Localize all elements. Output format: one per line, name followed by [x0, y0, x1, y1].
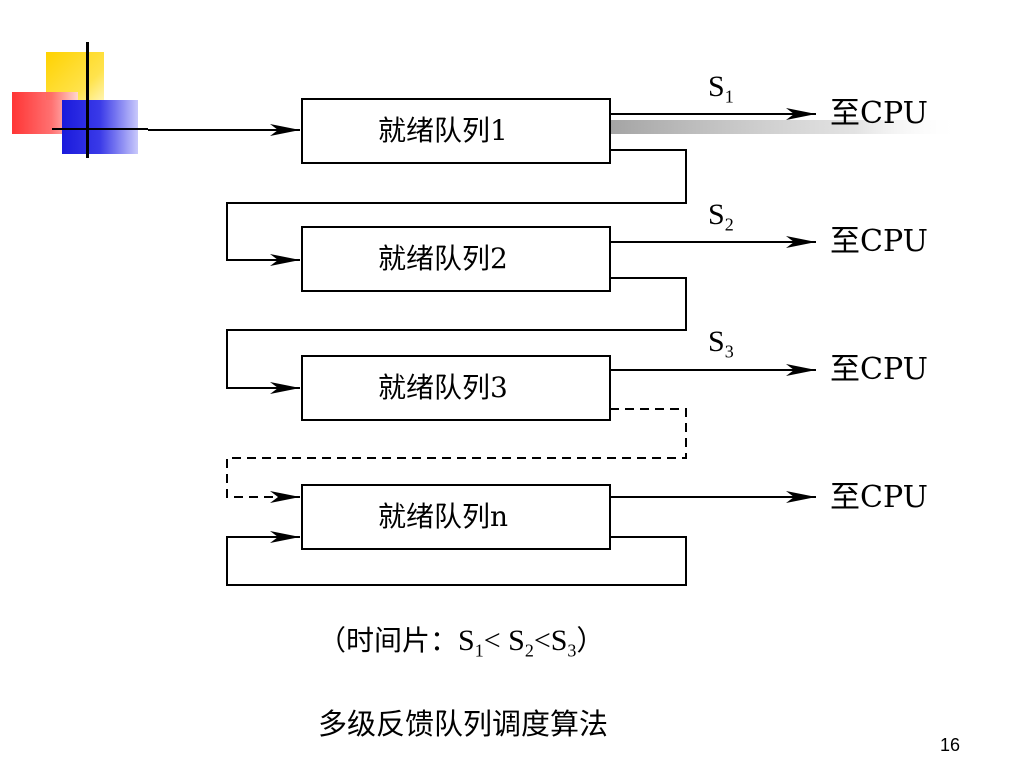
queue-label-1: 就绪队列1 [378, 114, 508, 147]
time-slice-formula: （时间片：S1< S2<S3） [318, 624, 605, 661]
queue-label-3: 就绪队列3 [378, 371, 508, 404]
time-slice-label-3: S3 [708, 325, 734, 362]
time-slice-label-2: S2 [708, 198, 734, 235]
decorative-horizontal-line [52, 128, 148, 130]
queue-box-n [301, 484, 611, 550]
queue-label-n: 就绪队列n [378, 500, 509, 533]
shadow-bar [611, 120, 961, 134]
page-number: 16 [940, 735, 961, 755]
feedback-arrow-3-n [226, 408, 687, 503]
cpu-label-2: 至CPU [830, 224, 928, 259]
feedback-arrow-1-2 [226, 149, 687, 266]
decorative-blue-square [62, 100, 138, 154]
cpu-label-1: 至CPU [830, 96, 928, 131]
cpu-label-3: 至CPU [830, 352, 928, 387]
cpu-label-n: 至CPU [830, 480, 928, 515]
queue-box-2 [301, 226, 611, 292]
feedback-arrow-2-3 [226, 277, 687, 394]
decorative-vertical-line [86, 42, 89, 158]
time-slice-label-1: S1 [708, 70, 734, 107]
queue-label-2: 就绪队列2 [378, 242, 508, 275]
queue-box-1 [301, 98, 611, 164]
feedback-loop-n [226, 531, 687, 586]
queue-box-3 [301, 355, 611, 421]
diagram-caption: 多级反馈队列调度算法 [318, 707, 609, 741]
